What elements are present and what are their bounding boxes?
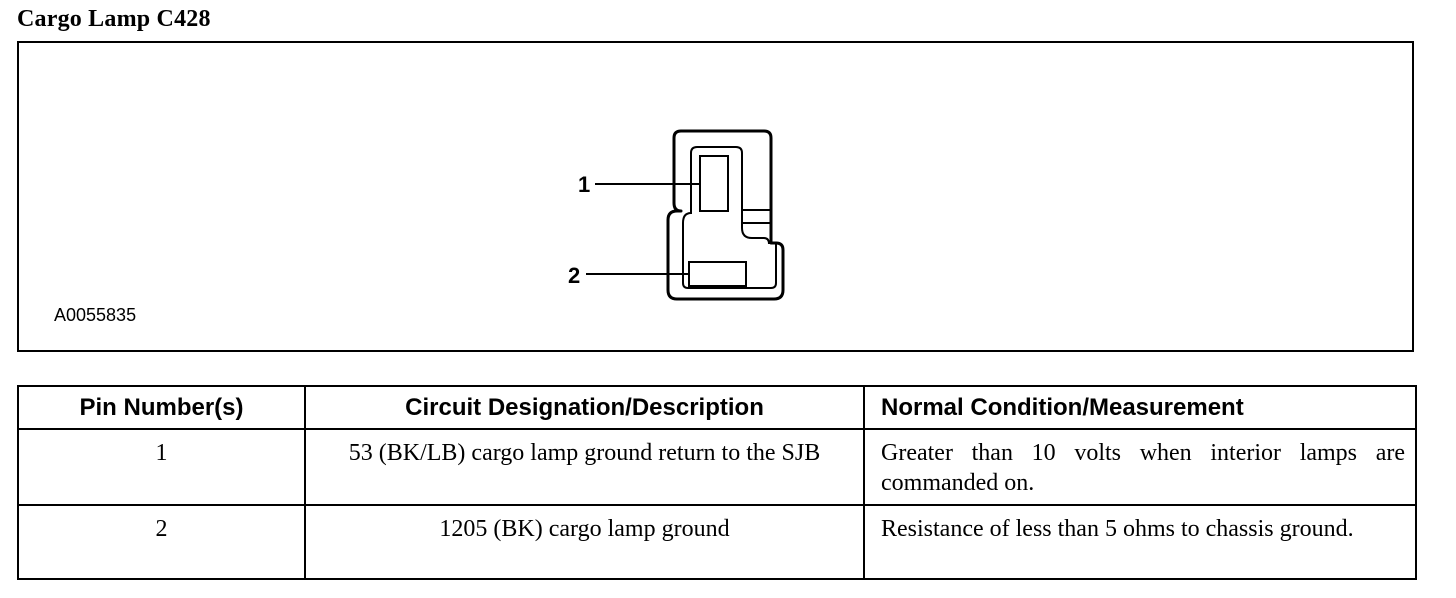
connector-figure: 1 2 A0055835 bbox=[17, 41, 1414, 352]
cell-circuit: 53 (BK/LB) cargo lamp ground return to t… bbox=[304, 428, 865, 506]
cell-condition: Greater than 10 volts when interior lamp… bbox=[863, 428, 1417, 506]
cell-pin: 1 bbox=[17, 428, 306, 506]
connector-inner-cavity bbox=[682, 146, 777, 289]
pin-2-terminal bbox=[688, 261, 747, 287]
pin-1-terminal bbox=[699, 155, 729, 212]
page-title: Cargo Lamp C428 bbox=[17, 6, 211, 32]
header-pin-number: Pin Number(s) bbox=[17, 385, 306, 430]
header-circuit: Circuit Designation/Description bbox=[304, 385, 865, 430]
table-row: 1 53 (BK/LB) cargo lamp ground return to… bbox=[17, 428, 1417, 506]
cell-pin: 2 bbox=[17, 504, 306, 580]
figure-id: A0055835 bbox=[54, 305, 136, 325]
connector-diagram: 1 2 A0055835 bbox=[54, 129, 785, 325]
header-condition: Normal Condition/Measurement bbox=[863, 385, 1417, 430]
pin-2-label: 2 bbox=[568, 263, 580, 288]
pin-1-label: 1 bbox=[578, 172, 590, 197]
table-header-row: Pin Number(s) Circuit Designation/Descri… bbox=[17, 385, 1417, 430]
pin-table: Pin Number(s) Circuit Designation/Descri… bbox=[17, 385, 1417, 580]
table-row: 2 1205 (BK) cargo lamp ground Resistance… bbox=[17, 504, 1417, 580]
cell-circuit: 1205 (BK) cargo lamp ground bbox=[304, 504, 865, 580]
cell-condition: Resistance of less than 5 ohms to chassi… bbox=[863, 504, 1417, 580]
